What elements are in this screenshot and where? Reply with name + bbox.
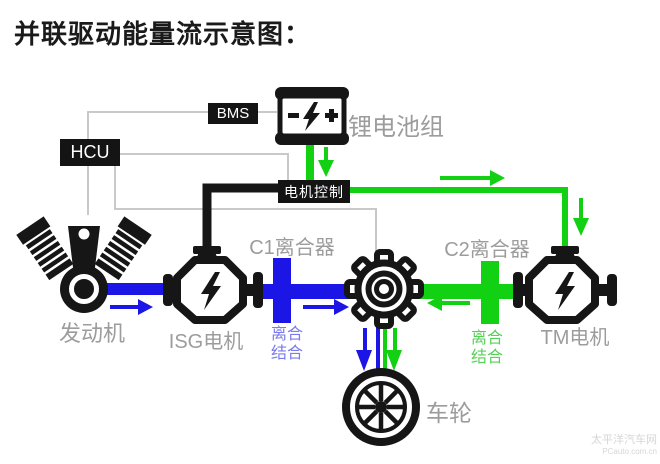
c1-clutch-label: C1离合器 (249, 237, 335, 259)
page-title: 并联驱动能量流示意图： (14, 19, 312, 49)
hcu-box: HCU (60, 139, 120, 166)
flow-gear-to-wheel-blue (376, 320, 380, 374)
flow-controller-to-tm (350, 187, 568, 248)
green-arrow-tm-down (573, 198, 589, 236)
cable-isg-controller (202, 183, 278, 254)
c2-clutch-bar-vertical (481, 261, 499, 324)
c1-clutch-status: 离合 结合 (261, 325, 313, 363)
tm-bolt-symbol (555, 272, 575, 310)
c2-status-line2: 结合 (470, 349, 503, 366)
flow-gear-to-wheel-green (383, 320, 387, 374)
c2-clutch-label: C2离合器 (444, 239, 530, 261)
flow-battery-to-controller (306, 145, 314, 181)
c1-status-line2: 结合 (270, 345, 303, 362)
battery-icon (275, 87, 349, 145)
hcu-box-label: HCU (70, 142, 110, 162)
tm-motor-icon (513, 246, 617, 324)
green-arrow-wheel-down (386, 328, 402, 371)
isg-motor-icon (163, 246, 263, 324)
wheel-icon (342, 368, 420, 446)
c1-clutch-bar-vertical (273, 258, 291, 323)
green-energy-flows (306, 145, 589, 374)
battery-label: 锂电池组 (348, 114, 444, 141)
blue-energy-flows (106, 258, 380, 374)
green-arrow-c2-left (427, 295, 470, 311)
isg-motor-label: ISG电机 (168, 331, 244, 353)
battery-plus-symbol (325, 109, 338, 122)
green-arrow-battery-down (318, 147, 334, 177)
engine-label: 发动机 (58, 321, 125, 346)
gear-icon (344, 249, 424, 329)
c2-status-line1: 离合 (470, 330, 503, 347)
flow-engine-to-isg (106, 283, 168, 295)
bms-box: BMS (208, 103, 258, 124)
isg-bolt-symbol (201, 272, 221, 310)
blue-arrow-wheel-down (356, 328, 372, 371)
battery-bolt-symbol (303, 102, 320, 131)
bms-box-label: BMS (216, 105, 250, 122)
battery-minus-symbol (288, 113, 299, 118)
watermark: 太平洋汽车网 PCauto.com.cn (591, 435, 657, 457)
wheel-label: 车轮 (426, 400, 472, 426)
control-wires (87, 111, 377, 254)
green-arrow-right (440, 170, 505, 186)
wire-hcu-controller (120, 153, 289, 180)
wire-hcu-bms-engine (87, 111, 208, 215)
c2-clutch-bar-horizontal (415, 284, 514, 299)
watermark-site-url: PCauto.com.cn (602, 447, 657, 456)
motor-controller-box: 电机控制 (278, 180, 350, 203)
blue-arrow-engine-right (110, 299, 153, 315)
blue-arrow-c1-right (303, 299, 349, 315)
motor-controller-label: 电机控制 (284, 183, 344, 200)
c2-clutch-status: 离合 结合 (461, 329, 513, 367)
watermark-site-name: 太平洋汽车网 (591, 434, 657, 446)
c1-status-line1: 离合 (270, 326, 303, 343)
v-twin-engine-icon (16, 216, 152, 313)
tm-motor-label: TM电机 (540, 327, 610, 349)
wire-hcu-gearbox (114, 166, 377, 254)
